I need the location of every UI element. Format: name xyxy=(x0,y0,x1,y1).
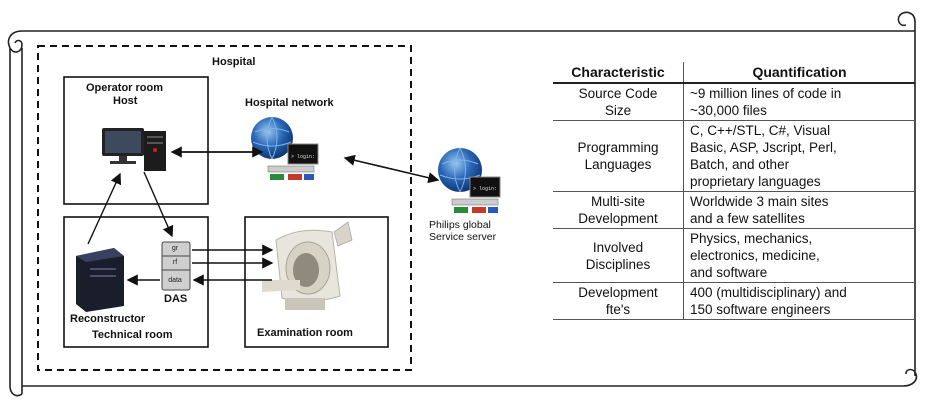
cell-quantification: ~9 million lines of code in ~30,000 file… xyxy=(683,83,915,121)
table-row: Development fte's 400 (multidisciplinary… xyxy=(553,282,915,320)
header-quantification: Quantification xyxy=(683,62,915,84)
cell-characteristic: Multi-site Development xyxy=(553,191,684,229)
reconstructor-label: Reconstructor xyxy=(70,313,146,325)
operator-room-box xyxy=(63,76,209,205)
header-characteristic: Characteristic xyxy=(553,62,684,84)
das-row-gr: gr xyxy=(171,245,179,252)
reconstructor-server-icon xyxy=(76,248,124,312)
cell-characteristic: Programming Languages xyxy=(553,120,684,192)
screen-prompt-1: > login: xyxy=(291,154,315,160)
table-row: Source Code Size ~9 million lines of cod… xyxy=(553,83,915,121)
cell-characteristic: Source Code Size xyxy=(553,83,684,121)
das-unit-icon xyxy=(161,241,191,291)
host-label: Host xyxy=(113,95,138,107)
cell-quantification: 400 (multidisciplinary) and 150 software… xyxy=(683,282,915,320)
das-rows: gr rf data xyxy=(162,242,190,290)
arrow-host-das xyxy=(143,171,174,238)
cell-characteristic: Development fte's xyxy=(553,282,684,320)
table-row: Programming Languages C, C++/STL, C#, Vi… xyxy=(553,120,915,192)
arrow-reconstructor-host xyxy=(87,172,122,245)
table-header-row: Characteristic Quantification xyxy=(553,62,915,84)
philips-label-line1: Philips global xyxy=(429,219,491,231)
philips-server-globe-icon: > login: xyxy=(438,147,501,213)
technical-room-label: Technical room xyxy=(92,329,173,341)
hospital-label: Hospital xyxy=(212,56,256,68)
das-label: DAS xyxy=(164,293,188,305)
host-computer-icon xyxy=(102,128,166,171)
cell-quantification: Worldwide 3 main sites and a few satelli… xyxy=(683,191,915,229)
hospital-boundary xyxy=(37,45,412,371)
table-row: Multi-site Development Worldwide 3 main … xyxy=(553,191,915,229)
cell-quantification: C, C++/STL, C#, Visual Basic, ASP, Jscri… xyxy=(683,120,915,192)
mri-scanner-icon xyxy=(262,221,353,310)
hospital-network-label: Hospital network xyxy=(245,97,334,109)
cell-characteristic: Involved Disciplines xyxy=(553,228,684,283)
philips-label-line2: Service server xyxy=(429,231,497,243)
operator-room-label: Operator room xyxy=(86,82,164,94)
das-row-rf: rf xyxy=(172,259,178,266)
table-row: Involved Disciplines Physics, mechanics,… xyxy=(553,228,915,283)
das-row-data: data xyxy=(168,277,182,284)
cell-quantification: Physics, mechanics, electronics, medicin… xyxy=(683,228,915,283)
screen-prompt-2: > login: xyxy=(473,186,497,192)
technical-room-box xyxy=(63,216,209,348)
examination-room-box xyxy=(244,216,389,348)
system-diagram: > login: > login: xyxy=(37,45,501,371)
characteristics-table: Characteristic Quantification Source Cod… xyxy=(553,62,915,320)
examination-room-label: Examination room xyxy=(257,327,353,339)
network-globe-icon: > login: xyxy=(251,116,319,180)
